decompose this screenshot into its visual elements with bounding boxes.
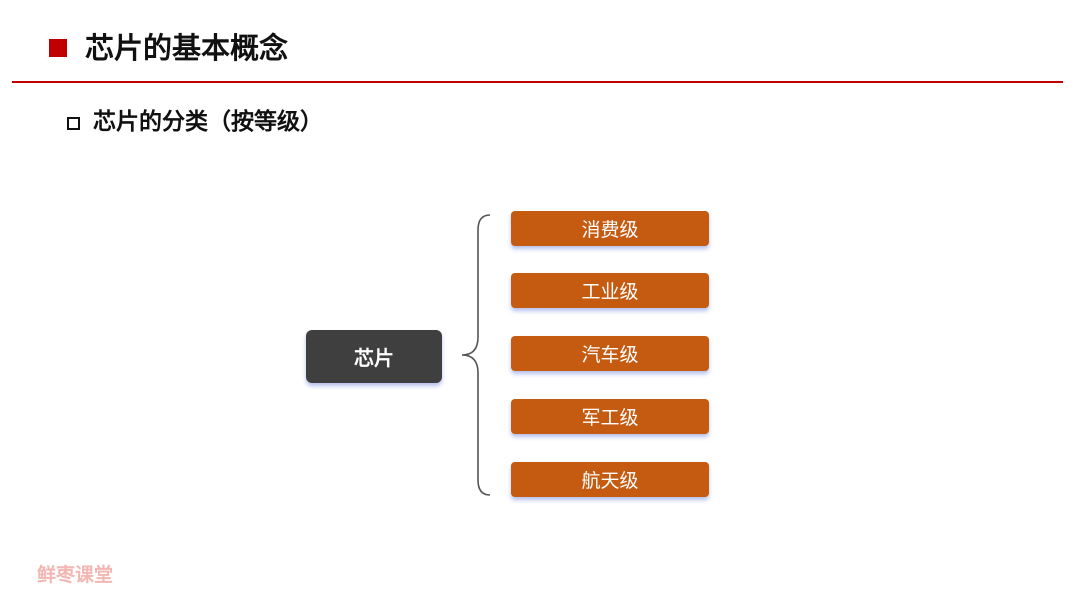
watermark-text: 鲜枣课堂 [37,564,114,586]
child-node-industrial: 工业级 [511,273,709,308]
child-node-label: 工业级 [581,281,639,303]
child-node-aerospace: 航天级 [511,462,709,497]
bullet-square-icon [67,117,80,130]
root-node-label: 芯片 [354,346,394,370]
child-node-label: 军工级 [581,407,639,429]
root-node: 芯片 [306,330,442,383]
child-node-label: 消费级 [581,219,639,241]
child-node-label: 航天级 [581,470,639,492]
child-node-consumer: 消费级 [511,211,709,246]
curly-brace-connector [461,214,491,496]
section-subtitle: 芯片的分类（按等级） [93,109,323,135]
title-divider [12,81,1063,83]
child-node-military: 军工级 [511,399,709,434]
page-title: 芯片的基本概念 [85,31,289,65]
child-node-label: 汽车级 [581,344,639,366]
title-marker-square [49,39,67,57]
child-node-automotive: 汽车级 [511,336,709,371]
